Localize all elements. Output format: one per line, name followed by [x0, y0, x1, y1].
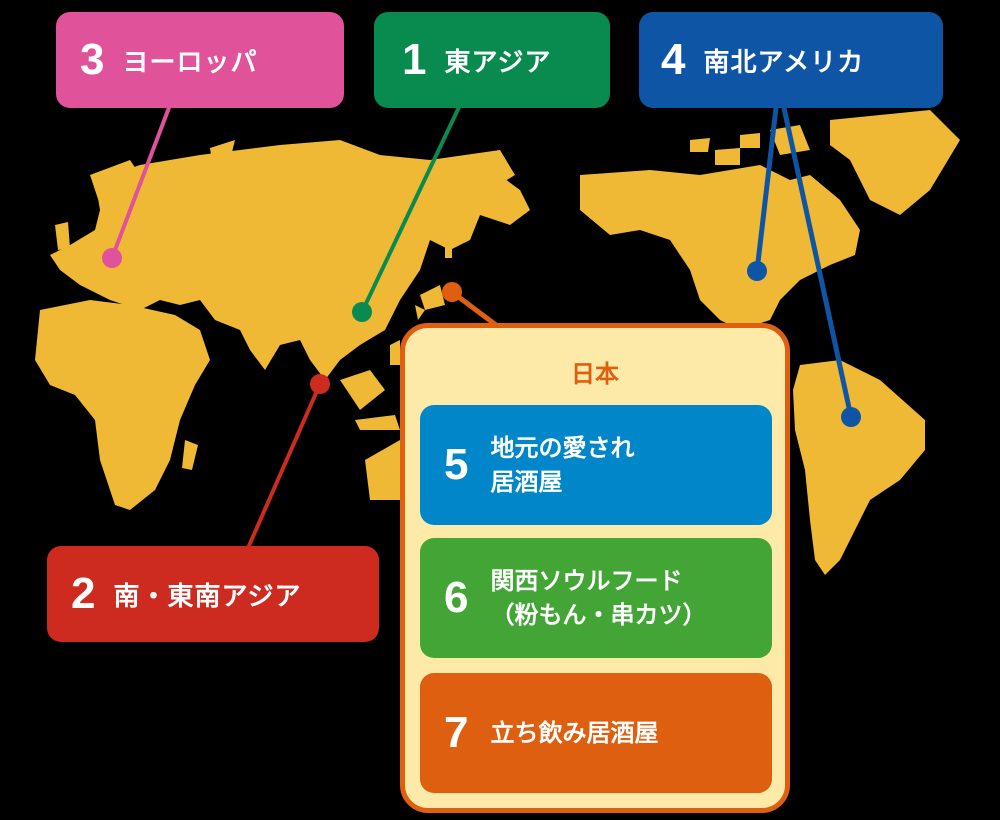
se-asia-islands-shape: [340, 340, 400, 430]
item-line1: 関西ソウルフード: [490, 567, 683, 595]
kamchatka-shape: [430, 150, 515, 190]
item-line1: 立ち飲み居酒屋: [490, 719, 659, 747]
connector-japan: [442, 282, 498, 327]
japan-islands-shape: [415, 240, 452, 320]
region-name: ヨーロッパ: [122, 47, 258, 78]
japan-item-local-izakaya[interactable]: 5 地元の愛され 居酒屋: [420, 405, 772, 525]
eurasia-shape: [50, 140, 530, 380]
south-america-shape: [793, 360, 925, 575]
region-number: 4: [661, 35, 686, 84]
arctic-islands-shape: [690, 125, 810, 165]
item-line2: 居酒屋: [490, 468, 563, 496]
item-text: 関西ソウルフード （粉もん・串カツ）: [490, 564, 706, 632]
item-text: 地元の愛され 居酒屋: [490, 431, 634, 499]
region-number: 3: [80, 35, 105, 84]
item-number: 6: [444, 573, 469, 622]
uk-shape: [55, 222, 70, 250]
region-number: 1: [402, 35, 427, 84]
region-label-americas[interactable]: 4 南北アメリカ: [639, 12, 943, 108]
region-number: 2: [71, 569, 96, 618]
connector-south-asia: [246, 374, 330, 549]
madagascar-shape: [182, 440, 198, 470]
connector-americas: [747, 107, 861, 427]
region-name: 東アジア: [444, 47, 552, 78]
region-label-south-southeast-asia[interactable]: 2 南・東南アジア: [47, 546, 379, 642]
australia-shape: [365, 440, 400, 500]
greenland-shape: [830, 110, 960, 215]
item-line1: 地元の愛され: [490, 434, 635, 462]
island-arctic: [210, 140, 235, 162]
region-name: 南北アメリカ: [703, 47, 865, 78]
africa-shape: [35, 300, 210, 510]
region-label-europe[interactable]: 3 ヨーロッパ: [56, 12, 344, 108]
japan-title: 日本: [571, 360, 619, 388]
connector-europe: [102, 104, 172, 268]
item-line2: （粉もん・串カツ）: [490, 601, 707, 629]
japan-panel: 日本 5 地元の愛され 居酒屋 6 関西ソウルフード （粉もん・串カツ） 7 立…: [400, 323, 790, 813]
item-number: 5: [444, 440, 469, 489]
japan-item-kansai-soulfood[interactable]: 6 関西ソウルフード （粉もん・串カツ）: [420, 538, 772, 658]
item-number: 7: [444, 708, 469, 757]
region-label-east-asia[interactable]: 1 東アジア: [374, 12, 610, 108]
land-masses: [35, 110, 960, 575]
item-text: 立ち飲み居酒屋: [490, 716, 658, 750]
connector-east-asia: [352, 104, 462, 322]
region-name: 南・東南アジア: [113, 581, 302, 612]
north-america-shape: [580, 165, 860, 330]
japan-item-tachinomi[interactable]: 7 立ち飲み居酒屋: [420, 673, 772, 793]
